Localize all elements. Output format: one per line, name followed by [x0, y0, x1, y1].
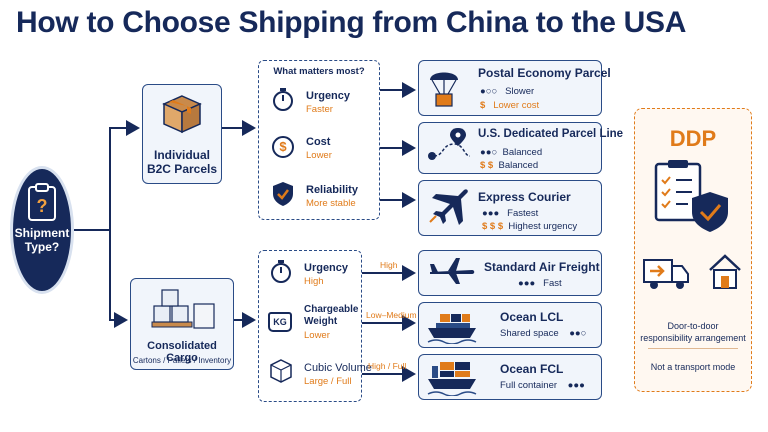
- delivery-truck-icon: [643, 259, 689, 289]
- shipment-type-label: Shipment Type?: [14, 226, 70, 254]
- stopwatch-icon: [271, 260, 291, 283]
- dedicated-line-cost: $ $ Balanced: [480, 160, 538, 171]
- clipboard-question-icon: ?: [28, 183, 56, 221]
- page-title: How to Choose Shipping from China to the…: [16, 6, 687, 39]
- factor-weight-label-line2: Weight: [304, 316, 338, 327]
- cost-text: Highest urgency: [508, 221, 578, 232]
- factors-box-bottom: [258, 250, 362, 402]
- house-icon: [709, 254, 741, 289]
- speed-dots: ●●○: [569, 328, 587, 339]
- b2c-parcels-label: Individual B2C Parcels: [142, 148, 222, 176]
- dedicated-line-title: U.S. Dedicated Parcel Line: [478, 128, 624, 140]
- standard-air-title-text: Standard Air Freight: [484, 260, 600, 274]
- ocean-fcl-speed: Full container ●●●: [500, 380, 585, 391]
- factor-reliability-value: More stable: [306, 198, 356, 209]
- factor-cost-value: Lower: [306, 150, 332, 161]
- ocean-fcl-title: Ocean FCL: [500, 362, 564, 376]
- speed-text: Fast: [543, 278, 562, 289]
- speed-dots: ●●●: [482, 208, 500, 219]
- ocean-lcl-title: Ocean LCL: [500, 310, 564, 324]
- factor-weight-value: Lower: [304, 330, 330, 341]
- factor-weight-label-line1: Chargeable: [304, 304, 359, 315]
- express-courier-speed: ●●● Fastest: [482, 208, 538, 219]
- cost-dollars: $ $ $: [482, 221, 504, 232]
- b2c-label-line2: B2C Parcels: [146, 162, 218, 176]
- parcel-box-icon: [162, 95, 202, 134]
- container-ship-icon: [427, 314, 477, 344]
- factor-volume-value: Large / Full: [304, 376, 352, 387]
- consolidated-cargo-label: Consolidated Cargo: [147, 340, 217, 364]
- edge-label-high-full: High / Full: [368, 361, 407, 371]
- speed-dots: ●●●: [518, 278, 536, 289]
- express-courier-cost: $ $ $ Highest urgency: [482, 221, 577, 232]
- ddp-note: Not a transport mode: [650, 362, 736, 372]
- factors-heading: What matters most?: [273, 66, 365, 77]
- standard-air-speed: ●●● Fast: [518, 278, 562, 289]
- b2c-parcels-node: [142, 84, 222, 184]
- factor-volume-label: Cubic Volume: [304, 362, 372, 374]
- dedicated-line-speed: ●●○ Balanced: [480, 147, 542, 158]
- speed-text: Slower: [505, 86, 535, 97]
- edge-label-low-medium: Low–Medium: [366, 310, 417, 320]
- edge-label-high: High: [380, 260, 398, 270]
- factor-urgency2-label: Urgency: [304, 262, 349, 274]
- container-ship-icon: [427, 362, 477, 396]
- shield-check-icon: [273, 182, 293, 206]
- express-courier-title: Express Courier: [478, 190, 571, 204]
- ddp-desc-line2: responsibility arrangement: [640, 333, 746, 343]
- airplane-icon: [429, 189, 468, 225]
- svg-text:?: ?: [37, 196, 48, 216]
- speed-dots: ●●○: [480, 147, 498, 158]
- factor-cost-label: Cost: [306, 136, 331, 148]
- weight-kg-icon: KG: [268, 312, 292, 332]
- consolidated-cargo-sublabel: Cartons / Pallets / Inventory: [132, 356, 232, 365]
- parachute-box-icon: [430, 72, 458, 107]
- cost-text: Balanced: [498, 160, 539, 171]
- postal-economy-cost: $ Lower cost: [480, 100, 539, 111]
- speed-text: Shared space: [500, 328, 559, 339]
- dedicated-line-panel: [418, 122, 602, 174]
- ddp-title: DDP: [669, 126, 717, 151]
- ocean-lcl-speed: Shared space ●●○: [500, 328, 586, 339]
- cube-icon: [270, 359, 292, 383]
- factor-urgency-value: Faster: [306, 104, 333, 115]
- ddp-description: Door-to-door responsibility arrangement: [634, 320, 752, 344]
- speed-dots: ●○○: [480, 86, 498, 97]
- checklist-shield-icon: [654, 160, 728, 232]
- stopwatch-icon: [273, 88, 293, 111]
- ddp-divider: [648, 348, 738, 349]
- cost-dollars: $ $: [480, 160, 494, 171]
- cost-dollars: $: [480, 100, 486, 111]
- ddp-desc-line1: Door-to-door: [667, 321, 719, 331]
- postal-economy-title: Postal Economy Parcel: [478, 66, 611, 80]
- factor-urgency2-value: High: [304, 276, 324, 287]
- speed-text: Full container: [500, 380, 558, 391]
- factor-urgency-label: Urgency: [306, 90, 351, 102]
- route-pin-icon: [428, 128, 471, 160]
- coin-icon: $: [272, 136, 294, 158]
- ddp-box: [634, 108, 752, 392]
- airplane-icon: [430, 258, 475, 284]
- speed-text: Fastest: [507, 208, 539, 219]
- speed-text: Balanced: [502, 147, 543, 158]
- factor-weight-label: Chargeable Weight: [304, 304, 358, 328]
- postal-economy-panel: [418, 60, 602, 116]
- cost-text: Lower cost: [493, 100, 540, 111]
- factor-reliability-label: Reliability: [306, 184, 358, 196]
- shipment-type-node: [10, 166, 74, 294]
- pallet-boxes-icon: [151, 289, 215, 329]
- speed-dots: ●●●: [567, 380, 585, 391]
- postal-economy-speed: ●○○ Slower: [480, 86, 534, 97]
- b2c-label-line1: Individual: [153, 148, 210, 162]
